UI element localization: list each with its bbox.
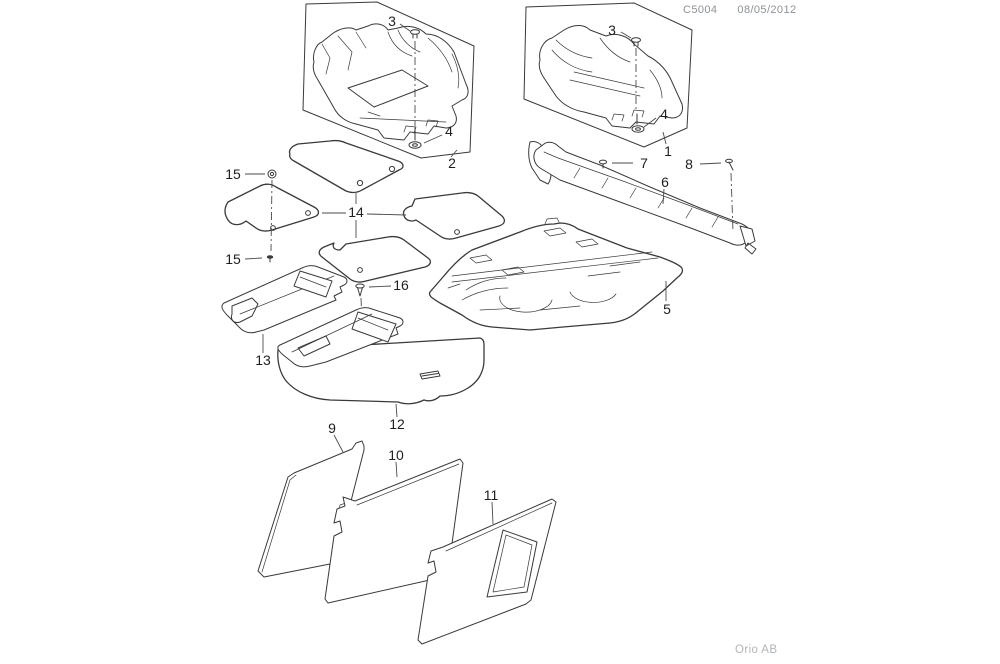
grommet-icon: [408, 141, 422, 149]
doc-header: C5004 08/05/2012: [683, 4, 796, 16]
callout-11: 11: [483, 487, 499, 503]
centerline-8: [730, 172, 734, 233]
panel-11-recess: [486, 529, 538, 598]
floor-details: [447, 217, 641, 311]
callout-15-top: 15: [225, 166, 241, 182]
part-10-trunk-panel: [324, 458, 464, 604]
sill-end-bracket: [739, 225, 757, 255]
fastener-clip-3-right: [631, 37, 641, 47]
carpet-ribbed-area: [347, 69, 429, 108]
sill-raised-box: [293, 270, 333, 298]
clip-icon: [410, 29, 420, 35]
clip-icon: [631, 37, 641, 43]
carpet-detail: [551, 37, 631, 73]
fastener-clip-3-left: [410, 29, 420, 39]
front-right-mat-grommet: [454, 229, 460, 235]
fastener-grommet-4-right: [631, 125, 645, 133]
fastener-clip-7: [598, 159, 608, 169]
callout-14: 14: [348, 204, 364, 220]
front-right-mat: [402, 191, 506, 240]
rear-mat-grommet: [388, 165, 396, 173]
callout-4-left: 4: [445, 123, 453, 139]
seat-mounts: [469, 227, 599, 276]
carpet-channel: [569, 71, 645, 97]
sill-edge-line: [543, 151, 739, 225]
callout-13: 13: [255, 352, 271, 368]
carpet-detail: [321, 31, 367, 75]
screw-shaft: [357, 287, 363, 297]
carpet-tunnel: [387, 29, 421, 57]
leader-lines: [244, 23, 722, 525]
carpet-bolster: [649, 69, 663, 99]
part-5-floor-carpet: [428, 217, 684, 331]
part-1-front-carpet: [538, 25, 683, 129]
callout-3-left: 3: [388, 13, 396, 29]
panel-11-thickness: [445, 502, 553, 552]
callout-6: 6: [661, 174, 669, 190]
front-left-mat-grommet: [270, 225, 276, 231]
trunk-mat-slot: [419, 370, 441, 380]
inset-frame-part-2: [302, 1, 475, 159]
carpet-notches: [611, 109, 645, 122]
callout-12: 12: [389, 416, 405, 432]
floor-carpet-outline: [428, 222, 684, 331]
ring-icon: [267, 169, 277, 179]
callout-9: 9: [328, 420, 336, 436]
fastener-ring-15-top: [267, 169, 277, 179]
callout-7: 7: [640, 155, 648, 171]
floor-tunnel: [461, 277, 509, 301]
callout-4-right: 4: [660, 106, 668, 122]
callout-15-bottom: 15: [225, 251, 241, 267]
fastener-grommet-4-left: [408, 141, 422, 149]
fastener-screw-16: [355, 283, 365, 297]
grommet-icon: [631, 125, 645, 133]
callout-3-right: 3: [608, 22, 616, 38]
centerline-15: [270, 179, 273, 252]
part-12-trunk-mat: [277, 307, 485, 405]
rear-mat: [288, 139, 404, 194]
doc-code: C5004: [683, 4, 718, 16]
rear-small-mat-grommet: [357, 267, 363, 273]
callout-1: 1: [664, 143, 672, 159]
callout-8: 8: [685, 156, 693, 172]
part-6-sill-scuff: [528, 141, 757, 255]
footer-company: Orio AB: [735, 644, 778, 656]
fastener-screw-8: [725, 158, 734, 171]
carpet-bolster: [427, 37, 460, 89]
floor-rail: [451, 251, 659, 283]
part-13-sill-trim: [221, 265, 348, 334]
rear-mat-grommet: [356, 179, 364, 187]
panel-10-thickness: [356, 463, 460, 506]
rear-small-mat: [318, 235, 432, 283]
trunk-sill-hatch: [297, 335, 331, 357]
front-left-mat-grommet: [305, 210, 311, 216]
callout-10: 10: [388, 447, 404, 463]
part-11-trunk-panel: [417, 498, 557, 645]
carpet-outline: [538, 25, 683, 129]
screw-shaft: [728, 161, 734, 171]
screw-head: [355, 283, 365, 289]
callout-5: 5: [663, 301, 671, 317]
doc-date: 08/05/2012: [737, 4, 797, 16]
callout-16: 16: [393, 277, 409, 293]
carpet-flange: [359, 111, 447, 123]
clip-icon: [598, 159, 608, 165]
part-2-front-carpet: [312, 23, 469, 141]
callout-2: 2: [448, 155, 456, 171]
sill-shading: [573, 167, 719, 228]
trunk-sill-raised-box: [351, 311, 397, 343]
sill-end-hook: [231, 297, 259, 323]
panel-11-recess-inner: [492, 534, 533, 593]
inset-frame-part-1: [523, 2, 693, 148]
fastener-clip-15-bottom: [266, 255, 274, 263]
panel-11-outline: [417, 498, 557, 645]
panel-10-outline: [324, 458, 464, 604]
clip-icon: [266, 255, 274, 259]
floor-arches: [499, 291, 617, 313]
